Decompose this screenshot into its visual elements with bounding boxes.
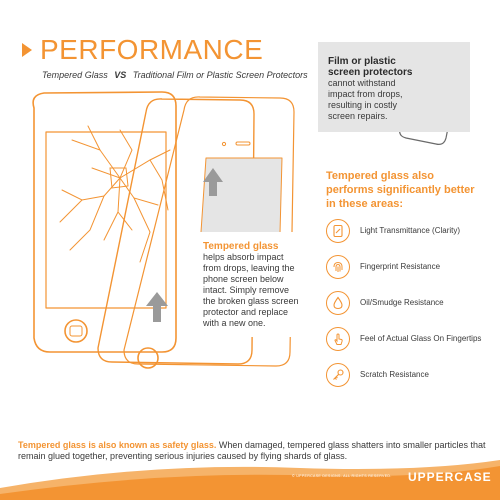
feature-light-transmittance: Light Transmittance (Clarity) [326,219,460,243]
cracked-phone-drawing [32,91,177,353]
film-callout-heading: Film or plastic screen protectors [328,56,413,78]
subtitle-film: Traditional Film or Plastic Screen Prote… [132,70,308,80]
feature-glass-feel: Feel of Actual Glass On Fingertips [326,327,481,351]
droplet-icon [326,291,350,315]
feature-oil-smudge: Oil/Smudge Resistance [326,291,444,315]
key-icon [326,363,350,387]
safety-highlight: Tempered glass is also known as safety g… [18,440,217,450]
copyright-text: © UPPERCASE DESIGNS. ALL RIGHTS RESERVED… [292,474,392,478]
crack-lines [59,125,171,263]
tempered-callout-panel [194,232,306,337]
tempered-callout-heading: Tempered glass [203,241,279,252]
comparison-subtitle: Tempered Glass VS Traditional Film or Pl… [42,70,308,80]
performance-heading: Tempered glass also performs significant… [326,170,475,210]
film-callout: Film or plastic screen protectors cannot… [328,56,414,122]
safety-body: When damaged, tempered glass shatters in… [18,440,486,461]
page-title: PERFORMANCE [40,34,264,65]
feature-label: Oil/Smudge Resistance [360,298,444,307]
fingerprint-icon [326,255,350,279]
subtitle-vs: VS [114,70,127,80]
tempered-callout: Tempered glass helps absorb impact from … [203,241,299,329]
page-title-group: PERFORMANCE [22,36,263,64]
feature-label: Feel of Actual Glass On Fingertips [360,334,482,343]
phone-clarity-icon [326,219,350,243]
arrow-right-icon [22,43,32,57]
safety-glass-note: Tempered glass is also known as safety g… [18,440,486,462]
feature-scratch: Scratch Resistance [326,363,429,387]
up-arrow-icon [146,168,223,322]
feature-label: Fingerprint Resistance [360,262,441,271]
film-callout-panel [318,42,470,132]
brand-logo-text: UPPERCASE [408,470,492,484]
feature-label: Light Transmittance (Clarity) [360,226,461,235]
footer-swoosh [0,460,500,500]
feature-fingerprint: Fingerprint Resistance [326,255,440,279]
feature-label: Scratch Resistance [360,370,429,379]
tempered-callout-body: helps absorb impact from drops, leaving … [203,252,299,328]
subtitle-tempered: Tempered Glass [42,70,108,80]
finger-touch-icon [326,327,350,351]
film-callout-body: cannot withstand impact from drops, resu… [328,78,403,121]
